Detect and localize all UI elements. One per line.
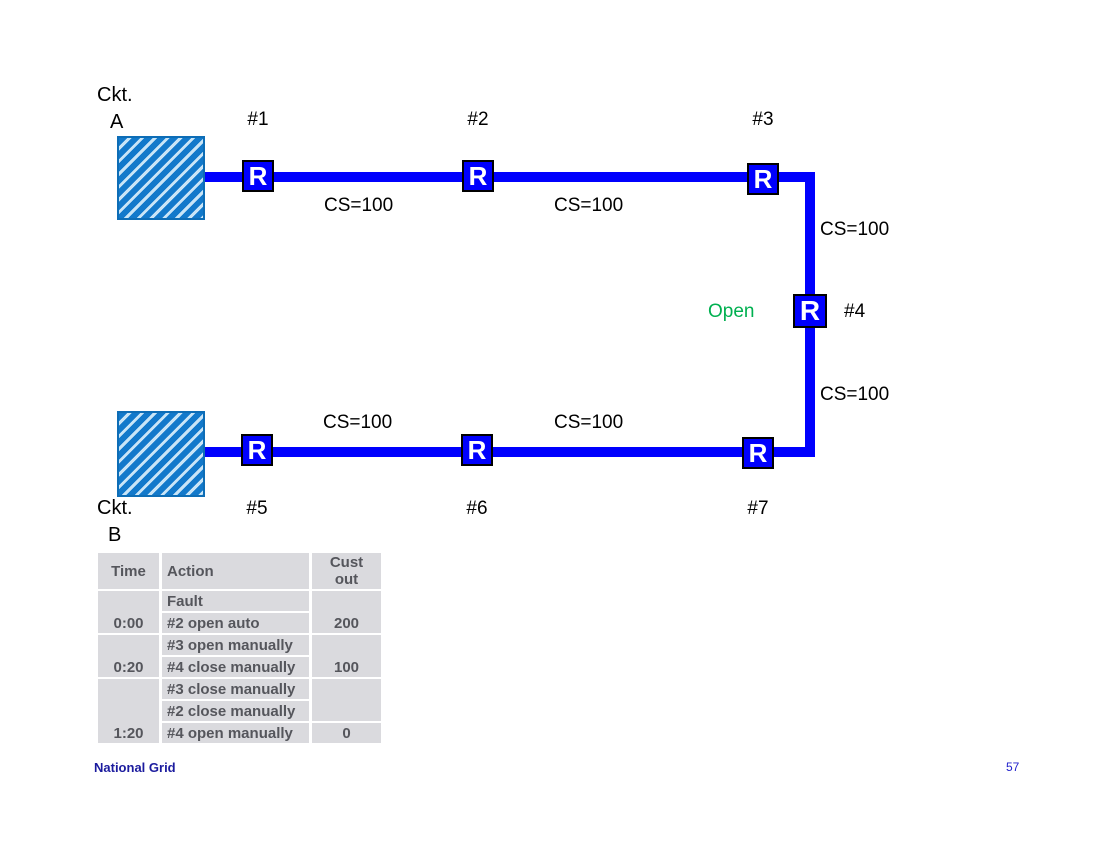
recloser-symbol: R (248, 161, 268, 191)
recloser-symbol: R (799, 295, 821, 326)
table-row: 0:20 #3 open manually 100 (98, 635, 381, 677)
action-cell: #2 close manually (162, 701, 309, 721)
open-status-label: Open (708, 301, 755, 322)
recloser-6-label: #6 (466, 498, 488, 519)
table-row: #2 open auto (98, 613, 381, 633)
action-cell: #3 close manually (162, 679, 309, 699)
recloser-symbol: R (753, 164, 773, 194)
recloser-5-label: #5 (246, 498, 268, 519)
cs-label-top-2: CS=100 (554, 195, 624, 216)
action-cell: #4 close manually (162, 657, 309, 677)
cs-label-vertical-lower: CS=100 (820, 384, 890, 405)
recloser-3-box: R (747, 163, 779, 195)
action-cell: #2 open auto (162, 613, 309, 633)
cs-label-top-1: CS=100 (324, 195, 394, 216)
cust-out-cell: 200 (312, 591, 381, 633)
brand-logo-text: National Grid (94, 760, 176, 775)
time-cell: 0:00 (98, 591, 159, 633)
recloser-2-label: #2 (467, 109, 489, 130)
switching-sequence-table: Time Action Cust out 0:00 Fault 200 #2 o… (95, 551, 384, 745)
recloser-symbol: R (748, 438, 768, 468)
table-row: #2 close manually (98, 701, 381, 721)
cs-label-bottom-2: CS=100 (554, 412, 624, 433)
table-row: #4 open manually 0 (98, 723, 381, 743)
recloser-6-box: R (461, 434, 493, 466)
circuit-b-label-line1: Ckt. (97, 497, 133, 519)
feeder-line-top (205, 172, 815, 182)
recloser-symbol: R (467, 435, 487, 465)
col-header-time: Time (98, 553, 159, 589)
circuit-a-label-line1: Ckt. (97, 84, 133, 106)
cs-label-vertical-upper: CS=100 (820, 219, 890, 240)
table-header-row: Time Action Cust out (98, 553, 381, 589)
recloser-1-label: #1 (247, 109, 269, 130)
table-row: #4 close manually (98, 657, 381, 677)
time-cell: 0:20 (98, 635, 159, 677)
recloser-5-box: R (241, 434, 273, 466)
table-row: 1:20 #3 close manually (98, 679, 381, 743)
recloser-symbol: R (468, 161, 488, 191)
recloser-7-label: #7 (747, 498, 769, 519)
recloser-4-label: #4 (844, 301, 866, 322)
feeder-line-bottom (205, 447, 815, 457)
action-cell: #4 open manually (162, 723, 309, 743)
time-cell: 1:20 (98, 679, 159, 743)
recloser-7-box: R (742, 437, 774, 469)
recloser-symbol: R (247, 435, 267, 465)
action-cell: Fault (162, 591, 309, 611)
recloser-3-label: #3 (752, 109, 774, 130)
cs-label-bottom-1: CS=100 (323, 412, 393, 433)
table-row: 0:00 Fault 200 (98, 591, 381, 633)
recloser-1-box: R (242, 160, 274, 192)
page-number: 57 (1006, 760, 1020, 774)
action-cell: #3 open manually (162, 635, 309, 655)
cust-out-cell: 100 (312, 635, 381, 677)
substation-b-square (117, 411, 205, 497)
col-header-cust-out: Cust out (312, 553, 381, 589)
circuit-a-label-line2: A (110, 111, 124, 133)
col-header-action: Action (162, 553, 309, 589)
recloser-2-box: R (462, 160, 494, 192)
recloser-4-box: R (793, 294, 827, 328)
substation-a-square (117, 136, 205, 220)
cust-out-cell-empty (312, 679, 381, 721)
cust-out-cell: 0 (312, 723, 381, 743)
circuit-b-label-line2: B (108, 524, 122, 546)
